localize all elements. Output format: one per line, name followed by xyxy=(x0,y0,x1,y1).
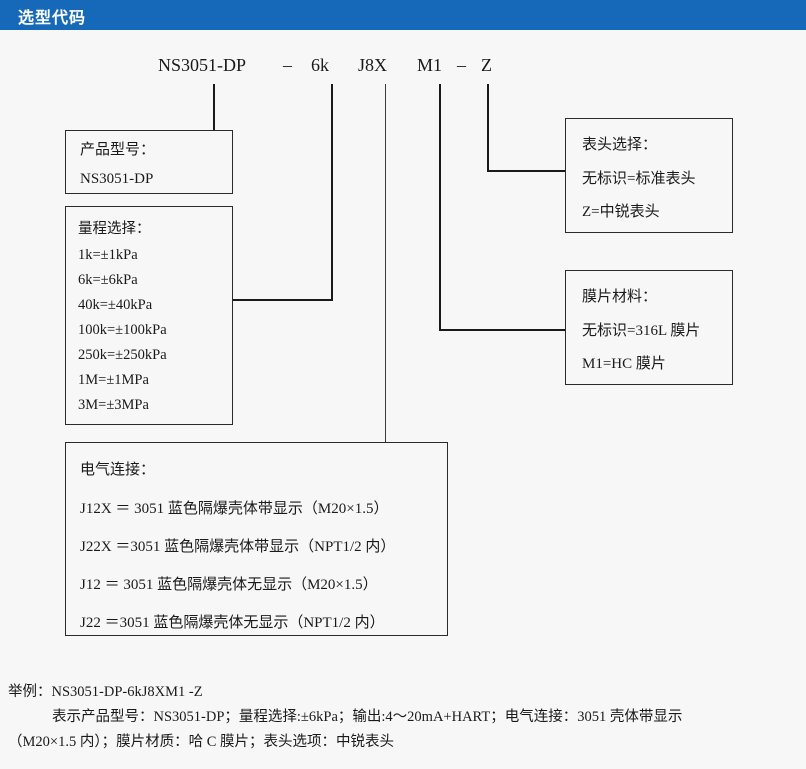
electrical-option: J22 ＝3051 蓝色隔爆壳体无显示（NPT1/2 内） xyxy=(80,615,385,631)
example-note: 举例：NS3051-DP-6kJ8XM1 -Z 表示产品型号：NS3051-DP… xyxy=(8,680,798,755)
electrical-option: J12 ＝ 3051 蓝色隔爆壳体无显示（M20×1.5） xyxy=(80,577,378,593)
example-line-2: 表示产品型号：NS3051-DP；量程选择:±6kPa；输出:4～20mA+HA… xyxy=(52,709,683,725)
example-line-3: （M20×1.5 内）；膜片材质：哈 C 膜片；表头选项：中锐表头 xyxy=(8,734,394,750)
connector-range-horizontal xyxy=(233,299,333,301)
code-token-diaphragm: M1 xyxy=(417,55,443,75)
code-token-dash-2: – xyxy=(457,55,466,75)
connector-diaphragm-horizontal xyxy=(439,329,567,331)
box-range-selection: 量程选择： 1k=±1kPa 6k=±6kPa 40k=±40kPa 100k=… xyxy=(65,206,233,425)
connector-meterhead-vertical xyxy=(487,84,489,172)
box-product-model-title: 产品型号： xyxy=(80,142,156,158)
box-electrical-connection: 电气连接： J12X ＝ 3051 蓝色隔爆壳体带显示（M20×1.5） J22… xyxy=(65,442,448,636)
range-option: 1M=±1MPa xyxy=(78,372,149,388)
diaphragm-option: 无标识=316L 膜片 xyxy=(582,323,701,339)
connector-range-vertical xyxy=(331,84,333,301)
box-meter-head-selection: 表头选择： 无标识=标准表头 Z=中锐表头 xyxy=(565,118,733,233)
example-line-1: 举例：NS3051-DP-6kJ8XM1 -Z xyxy=(8,684,203,700)
page-title: 选型代码 xyxy=(18,8,87,27)
electrical-option: J12X ＝ 3051 蓝色隔爆壳体带显示（M20×1.5） xyxy=(80,501,389,517)
box-diaphragm-material: 膜片材料： 无标识=316L 膜片 M1=HC 膜片 xyxy=(565,270,733,385)
connector-electrical-vertical xyxy=(385,84,387,443)
connector-product-model xyxy=(213,84,215,131)
range-option: 6k=±6kPa xyxy=(78,272,138,288)
box-product-model-value: NS3051-DP xyxy=(80,171,154,187)
connector-meterhead-horizontal xyxy=(487,170,567,172)
box-electrical-title: 电气连接： xyxy=(80,462,156,478)
code-token-dash-1: – xyxy=(283,55,292,75)
range-option: 1k=±1kPa xyxy=(78,247,138,263)
range-option: 3M=±3MPa xyxy=(78,397,149,413)
meter-head-option: 无标识=标准表头 xyxy=(582,171,696,187)
electrical-option: J22X ＝3051 蓝色隔爆壳体带显示（NPT1/2 内） xyxy=(80,539,396,555)
box-meter-head-title: 表头选择： xyxy=(582,137,658,153)
range-option: 40k=±40kPa xyxy=(78,297,153,313)
meter-head-option: Z=中锐表头 xyxy=(582,204,660,220)
code-token-product: NS3051-DP xyxy=(158,55,247,75)
section-header-bar xyxy=(0,0,806,30)
range-option: 250k=±250kPa xyxy=(78,347,167,363)
box-product-model: 产品型号： NS3051-DP xyxy=(65,130,233,194)
code-token-range: 6k xyxy=(311,55,329,75)
range-option: 100k=±100kPa xyxy=(78,322,167,338)
box-range-title: 量程选择： xyxy=(78,221,151,237)
connector-diaphragm-vertical xyxy=(439,84,441,331)
box-diaphragm-title: 膜片材料： xyxy=(582,289,658,305)
diaphragm-option: M1=HC 膜片 xyxy=(582,356,666,372)
code-token-meterhead: Z xyxy=(481,55,492,75)
code-token-electrical: J8X xyxy=(358,55,388,75)
